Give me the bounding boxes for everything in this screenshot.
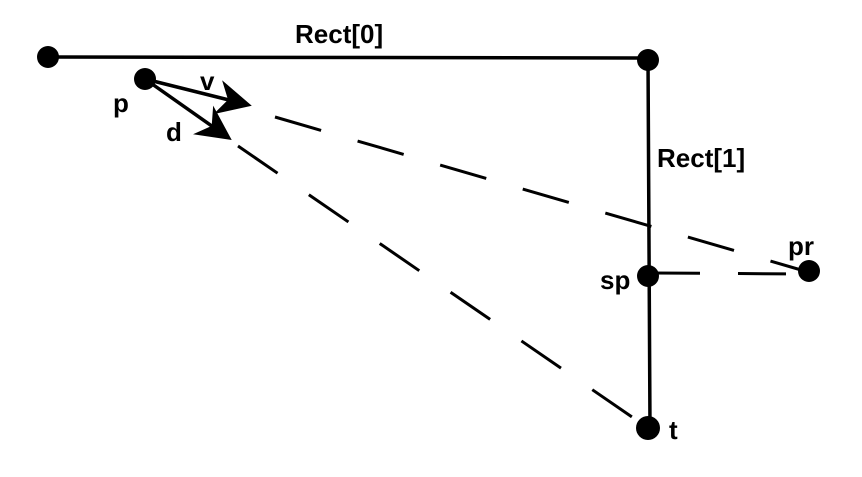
- v-label: v: [200, 66, 215, 96]
- ray-sp-to-pr: [651, 271, 809, 276]
- ray-d-to-t: [237, 144, 649, 430]
- p-point: [134, 68, 156, 90]
- sp-label: sp: [600, 265, 630, 295]
- t-point: [636, 416, 660, 440]
- d-arrow: [143, 77, 232, 141]
- v-arrow: [143, 77, 252, 115]
- p-label: p: [113, 88, 129, 118]
- rect0-edge: [46, 55, 650, 60]
- rect1-label: Rect[1]: [657, 143, 745, 173]
- rect0-start-point: [37, 46, 59, 68]
- t-label: t: [669, 415, 678, 445]
- sp-point: [637, 265, 659, 287]
- pr-point: [798, 260, 820, 282]
- rect0-label: Rect[0]: [295, 19, 383, 49]
- pr-label: pr: [788, 231, 814, 261]
- corner-point: [637, 49, 659, 71]
- ray-v-to-pr: [274, 115, 809, 274]
- rect1-edge: [646, 56, 652, 430]
- d-label: d: [166, 117, 182, 147]
